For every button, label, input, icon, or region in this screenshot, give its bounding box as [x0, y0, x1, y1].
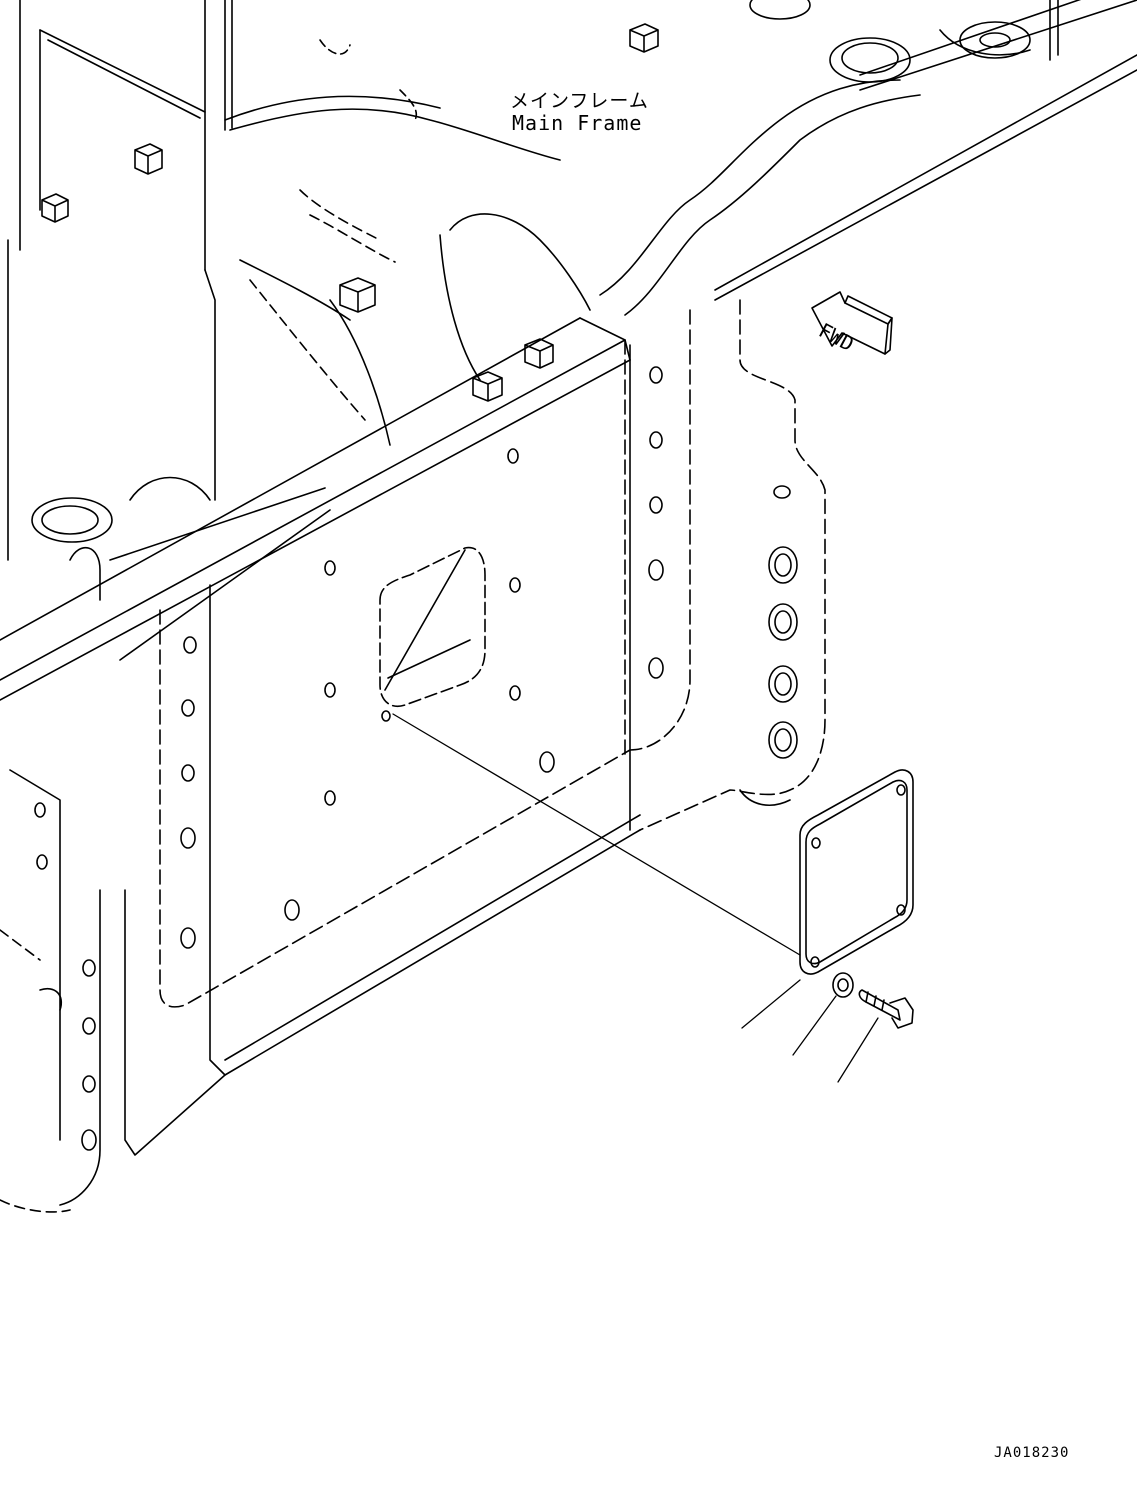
frame-right-rail — [599, 0, 1137, 316]
bolt — [858, 989, 914, 1029]
frame-right-bracket — [639, 299, 826, 831]
frame-cross-rail — [0, 317, 631, 701]
frame-label-english: Main Frame — [512, 111, 643, 135]
frame-upper-left — [7, 0, 233, 561]
frame-label-japanese: メインフレーム — [510, 90, 649, 112]
frame-plate-holes — [34, 366, 664, 1151]
leader-lines — [392, 713, 879, 1083]
frame-top-members — [224, 39, 591, 446]
cover-plate — [799, 769, 914, 975]
drawing-number: JA018230 — [994, 1445, 1070, 1461]
fwd-arrow-icon — [811, 291, 893, 355]
inspection-opening — [379, 546, 486, 707]
frame-cube-blocks — [41, 23, 659, 402]
frame-lower-left — [0, 769, 226, 1213]
frame-side-plate — [159, 309, 691, 1076]
frame-bosses — [31, 0, 1031, 543]
washer — [832, 972, 854, 998]
